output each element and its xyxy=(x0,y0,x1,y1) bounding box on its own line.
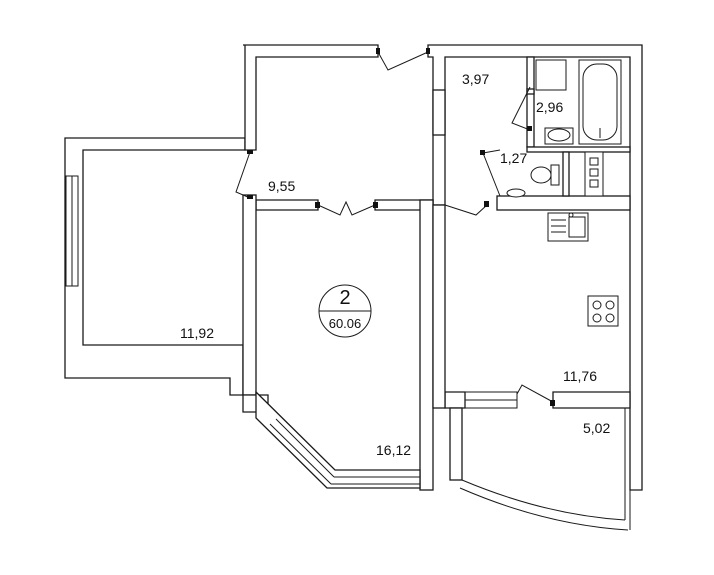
top-wall xyxy=(427,44,643,491)
apartment-badge: 2 60.06 xyxy=(318,284,372,338)
walls xyxy=(64,44,643,531)
living-double-door xyxy=(317,200,376,216)
area-hall: 3,97 xyxy=(462,71,489,87)
area-kitchen: 11,76 xyxy=(563,368,597,384)
stove-icon xyxy=(587,295,619,327)
hand-sink-icon xyxy=(506,188,526,198)
balcony-outline xyxy=(449,407,631,531)
balcony-door xyxy=(516,384,554,403)
kitchen-door xyxy=(444,204,488,216)
kitchen-sink-icon xyxy=(547,212,589,242)
washbasin-icon xyxy=(544,127,574,145)
area-balcony: 5,02 xyxy=(583,420,610,436)
area-toilet: 1,27 xyxy=(500,150,527,166)
fixtures xyxy=(506,59,622,327)
corridor-outline xyxy=(243,44,379,151)
wet-zone-partitions xyxy=(496,56,631,211)
washing-machine-icon xyxy=(535,59,567,91)
doors xyxy=(235,48,555,406)
bathroom-door xyxy=(511,86,531,131)
entrance-door xyxy=(377,51,429,71)
area-corridor: 9,55 xyxy=(268,178,295,194)
toilet-door xyxy=(482,152,501,197)
loggia-left-outline xyxy=(64,137,246,396)
room-labels: 11,92 9,55 16,12 3,97 2,96 1,27 11,76 5,… xyxy=(180,71,610,458)
loggia-door xyxy=(235,151,251,199)
bay-window xyxy=(242,390,421,489)
toilet-icon xyxy=(530,164,560,186)
total-area: 60.06 xyxy=(329,316,362,331)
living-right-wall xyxy=(419,199,434,491)
bathtub-icon xyxy=(578,59,622,145)
partition-corridor-living xyxy=(255,199,319,211)
radiator-icon xyxy=(584,151,604,197)
kitchen-bottom-wall xyxy=(444,391,466,409)
area-loggia-left: 11,92 xyxy=(180,325,214,341)
apartment-number: 2 xyxy=(339,287,350,309)
area-living-room: 16,12 xyxy=(376,442,411,458)
area-bathroom: 2,96 xyxy=(536,99,563,115)
